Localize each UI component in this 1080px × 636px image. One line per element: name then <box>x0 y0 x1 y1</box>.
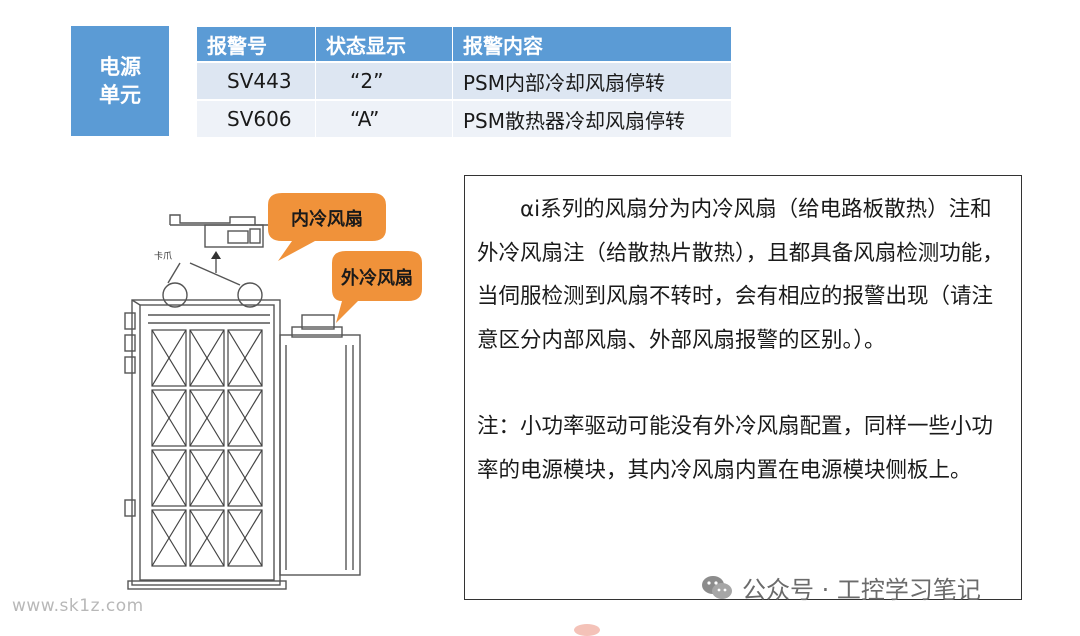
clip-label: 卡爪 <box>154 250 172 262</box>
fan-description-box: αi系列的风扇分为内冷风扇（给电路板散热）注和外冷风扇注（给散热片散热），且都具… <box>464 175 1022 600</box>
outer-fan-callout: 外冷风扇 <box>332 251 422 323</box>
inner-fan-callout: 内冷风扇 <box>268 193 386 261</box>
header-alarm-content: 报警内容 <box>452 27 732 62</box>
inner-fan-label: 内冷风扇 <box>291 208 363 230</box>
status-display-cell: “A” <box>315 99 453 137</box>
account-name: 公众号 · 工控学习笔记 <box>742 576 981 604</box>
power-unit-label-line1: 电源 <box>99 55 141 79</box>
alarm-content-cell: PSM内部冷却风扇停转 <box>452 61 732 100</box>
power-module-drawing: 内冷风扇 外冷风扇 卡爪 <box>124 193 422 590</box>
bottom-decoration <box>574 624 600 636</box>
outer-fan-label: 外冷风扇 <box>341 267 413 289</box>
account-watermark: 公众号 · 工控学习笔记 <box>700 570 981 605</box>
note-paragraph: 注：小功率驱动可能没有外冷风扇配置，同样一些小功率的电源模块，其内冷风扇内置在电… <box>477 414 994 483</box>
alarm-code-cell: SV443 <box>197 61 316 100</box>
alarm-table-header-row: 报警号 状态显示 报警内容 <box>197 27 732 62</box>
status-display-cell: “2” <box>315 61 453 100</box>
table-row: SV443 “2” PSM内部冷却风扇停转 <box>197 61 732 100</box>
header-alarm-code: 报警号 <box>197 27 316 62</box>
header-status-display: 状态显示 <box>315 27 453 62</box>
description-paragraph: αi系列的风扇分为内冷风扇（给电路板散热）注和外冷风扇注（给散热片散热），且都具… <box>477 197 1004 353</box>
alarm-table: 报警号 状态显示 报警内容 SV443 “2” PSM内部冷却风扇停转 SV60… <box>197 27 732 137</box>
alarm-content-cell: PSM散热器冷却风扇停转 <box>452 99 732 137</box>
power-unit-label-line2: 单元 <box>99 83 141 107</box>
site-watermark: www.sk1z.com <box>12 596 144 616</box>
power-unit-label: 电源 单元 <box>71 26 169 136</box>
alarm-code-cell: SV606 <box>197 99 316 137</box>
table-row: SV606 “A” PSM散热器冷却风扇停转 <box>197 99 732 137</box>
wechat-icon <box>702 575 732 599</box>
